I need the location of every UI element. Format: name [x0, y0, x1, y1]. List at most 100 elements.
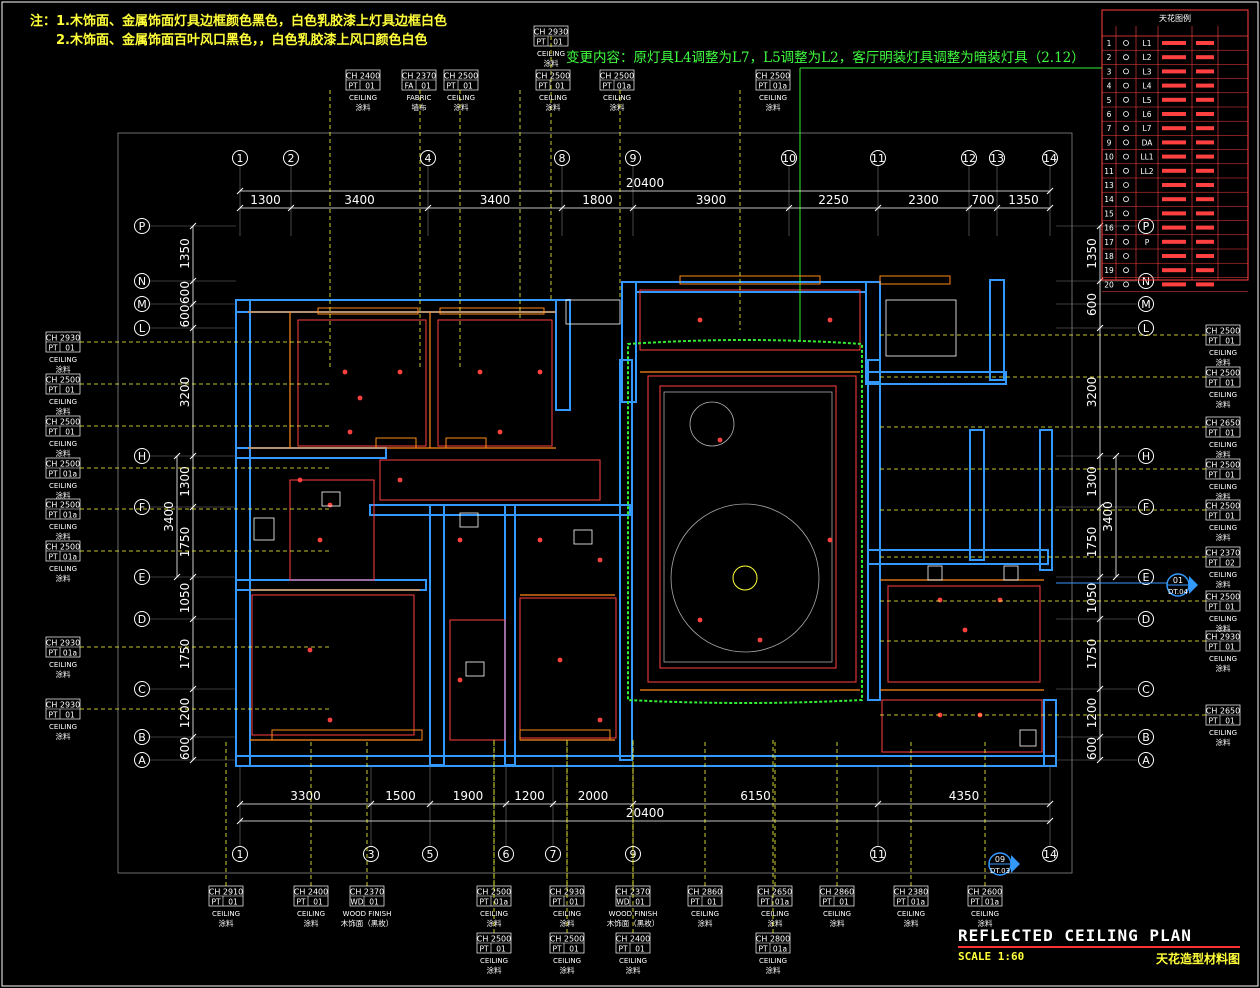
ceiling-panel — [449, 619, 506, 741]
dim-right-label: 3200 — [1085, 377, 1099, 408]
grid-bubble-right — [1138, 729, 1154, 745]
dim-bottom-tick — [236, 800, 244, 808]
tag-height: CH 2500 — [1206, 461, 1241, 470]
wall-segment — [429, 504, 445, 766]
dim-left-tick — [189, 685, 197, 693]
tag-material: PT — [1208, 559, 1218, 568]
tag-finish: FABRIC — [407, 94, 432, 102]
grid-bubble-left — [134, 273, 150, 289]
ceiling-panel — [297, 319, 427, 447]
legend-row-no: 16 — [1104, 224, 1114, 233]
dim-top-label: 2250 — [818, 193, 849, 207]
grid-bubble-right-label: D — [1142, 613, 1150, 626]
grid-bubble-bottom — [498, 846, 514, 862]
legend-row-no: 4 — [1107, 82, 1112, 91]
tag-finish-cn: 涂料 — [56, 448, 71, 458]
grid-bubble-bottom — [545, 846, 561, 862]
dim-bottom-total-label: 20400 — [626, 806, 664, 820]
dim-top-label: 3900 — [696, 193, 727, 207]
ceiling-light — [827, 317, 833, 323]
tag-finish: WOOD FINISH — [343, 910, 392, 918]
tag-material-code: 01 — [228, 898, 238, 907]
tag-height: CH 2500 — [444, 72, 479, 81]
tag-finish-cn: 涂料 — [830, 918, 845, 928]
tag-height: CH 2370 — [350, 888, 385, 897]
legend-spec-bar — [1196, 112, 1214, 116]
tag-finish: CEILING — [297, 910, 325, 918]
tag-finish: CEILING — [480, 957, 508, 965]
legend-desc-bar — [1162, 183, 1186, 187]
grid-bubble-top-label: 13 — [990, 152, 1004, 165]
tag-height: CH 2400 — [346, 72, 381, 81]
equipment-symbol — [565, 299, 621, 325]
section-sheet-ref: DT.03 — [990, 867, 1010, 875]
tag-finish-cn: 涂料 — [1216, 532, 1232, 542]
tag-finish-cn: 涂料 — [56, 731, 71, 741]
drawing-scale: SCALE 1:60 — [958, 950, 1025, 963]
tag-height: CH 2500 — [46, 418, 81, 427]
legend-row-no: 9 — [1107, 138, 1112, 147]
tag-height: CH 2860 — [688, 888, 723, 897]
tag-material: PT — [602, 82, 612, 91]
tag-material-code: 01 — [569, 945, 579, 954]
note-line-2: 2.木饰面、金属饰面百叶风口黑色，，白色乳胶漆上风口颜色白色 — [56, 33, 428, 48]
legend-symbol-icon — [1123, 281, 1129, 288]
tag-material-code: 01 — [463, 82, 473, 91]
tag-height: CH 2500 — [550, 935, 585, 944]
legend-spec-bar — [1196, 126, 1214, 131]
light-strip — [445, 437, 487, 449]
tag-finish-cn: 涂料 — [219, 918, 234, 928]
dim-top-tick — [424, 204, 432, 212]
wall-segment — [865, 281, 881, 383]
legend-desc-bar — [1162, 140, 1186, 145]
dim-right-group-tick — [1112, 573, 1120, 581]
pendant-light — [732, 565, 758, 591]
wall-segment — [235, 299, 251, 767]
tag-height: CH 2930 — [1206, 633, 1241, 642]
dim-bottom-tick — [874, 800, 882, 808]
tag-material: PT — [1208, 379, 1218, 388]
tag-material-code: 01 — [635, 898, 645, 907]
dim-bottom-tick — [426, 800, 434, 808]
tag-material: PT — [1208, 512, 1218, 521]
dim-left-label: 600 — [178, 281, 192, 304]
tag-material: PT — [296, 898, 306, 907]
dim-bottom-label: 2000 — [578, 789, 609, 803]
tag-finish: CEILING — [1209, 391, 1237, 399]
legend-row-no: 11 — [1104, 167, 1114, 176]
grid-bubble-left — [134, 681, 150, 697]
tag-finish: CEILING — [603, 94, 631, 102]
grid-bubble-top-label: 10 — [782, 152, 796, 165]
tag-finish-cn: 涂料 — [546, 102, 561, 112]
grid-bubble-top-label: 4 — [425, 152, 432, 165]
tag-finish: CEILING — [49, 523, 77, 531]
legend-desc-bar — [1162, 69, 1186, 74]
legend-spec-bar — [1196, 225, 1214, 230]
ceiling-light — [307, 647, 313, 653]
tag-finish-cn: 涂料 — [626, 965, 641, 975]
grid-bubble-top-label: 14 — [1043, 152, 1057, 165]
tag-finish-cn: 涂料 — [544, 58, 559, 68]
tag-finish-cn: 涂料 — [560, 965, 575, 975]
tag-material-code: 01 — [496, 945, 506, 954]
tag-material: WD — [350, 898, 363, 907]
tag-finish: CEILING — [823, 910, 851, 918]
tag-finish-cn: 涂料 — [768, 918, 783, 928]
grid-bubble-left-label: N — [138, 275, 146, 288]
tag-finish: CEILING — [1209, 524, 1237, 532]
dim-bottom-tick — [549, 800, 557, 808]
tag-material-code: 01 — [1225, 379, 1235, 388]
tag-material: PT — [618, 945, 628, 954]
grid-bubble-top-label: 12 — [962, 152, 976, 165]
legend-desc-bar — [1162, 197, 1186, 202]
legend-symbol-icon — [1123, 111, 1129, 117]
ceiling-light — [342, 369, 348, 375]
wall-segment — [504, 504, 516, 766]
legend-symbol-icon — [1123, 125, 1129, 132]
tag-material-code: 01a — [911, 898, 925, 907]
